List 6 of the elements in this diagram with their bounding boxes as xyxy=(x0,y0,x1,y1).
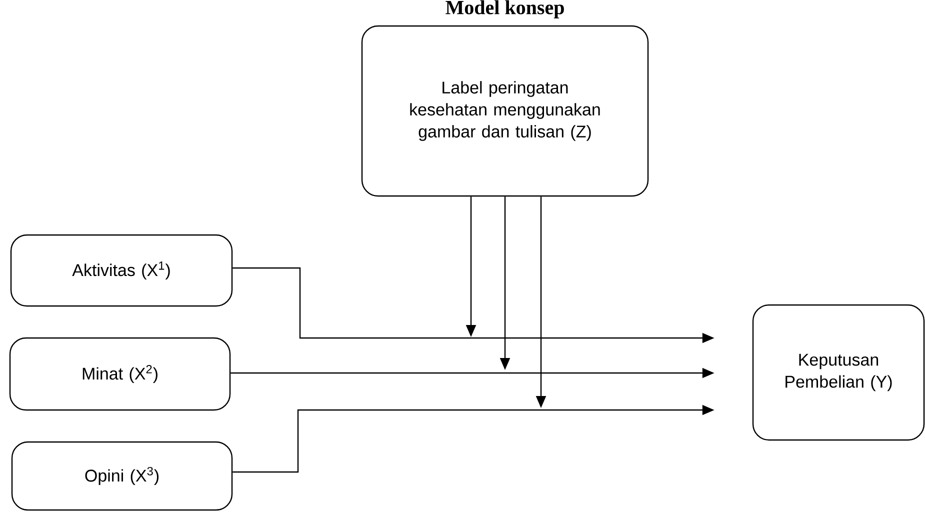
process-box: Opini (X$^{3}$) xyxy=(11,441,233,511)
process-box: Label peringatan kesehatan menggunakan gambar dan tulisan (Z) xyxy=(361,25,649,197)
process-box: Aktivitas (X$^{1}$) xyxy=(10,234,233,307)
process-box: Minat (X$^{2}$) xyxy=(9,337,231,411)
process-box: Keputusan Pembelian (Y) xyxy=(752,304,925,441)
title: Model konsep xyxy=(446,0,564,18)
